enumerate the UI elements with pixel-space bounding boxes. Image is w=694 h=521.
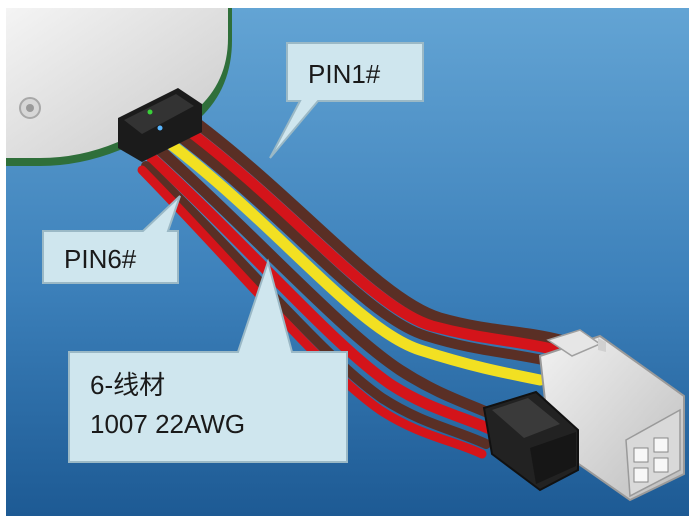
callout-pin6: PIN6#: [42, 195, 181, 284]
callout-pin1: PIN1#: [269, 42, 424, 159]
six-wire-cable: [137, 112, 566, 459]
wire-spec-line2: 1007 22AWG: [90, 409, 245, 439]
pin-header: [118, 88, 202, 162]
wire-spec-line1: 6-线材: [90, 370, 165, 400]
pin1-label: PIN1#: [308, 59, 381, 89]
pin6-label: PIN6#: [64, 244, 137, 274]
callout-wire-spec: 6-线材 1007 22AWG: [68, 258, 348, 463]
black-2pin-connector: [482, 390, 579, 492]
